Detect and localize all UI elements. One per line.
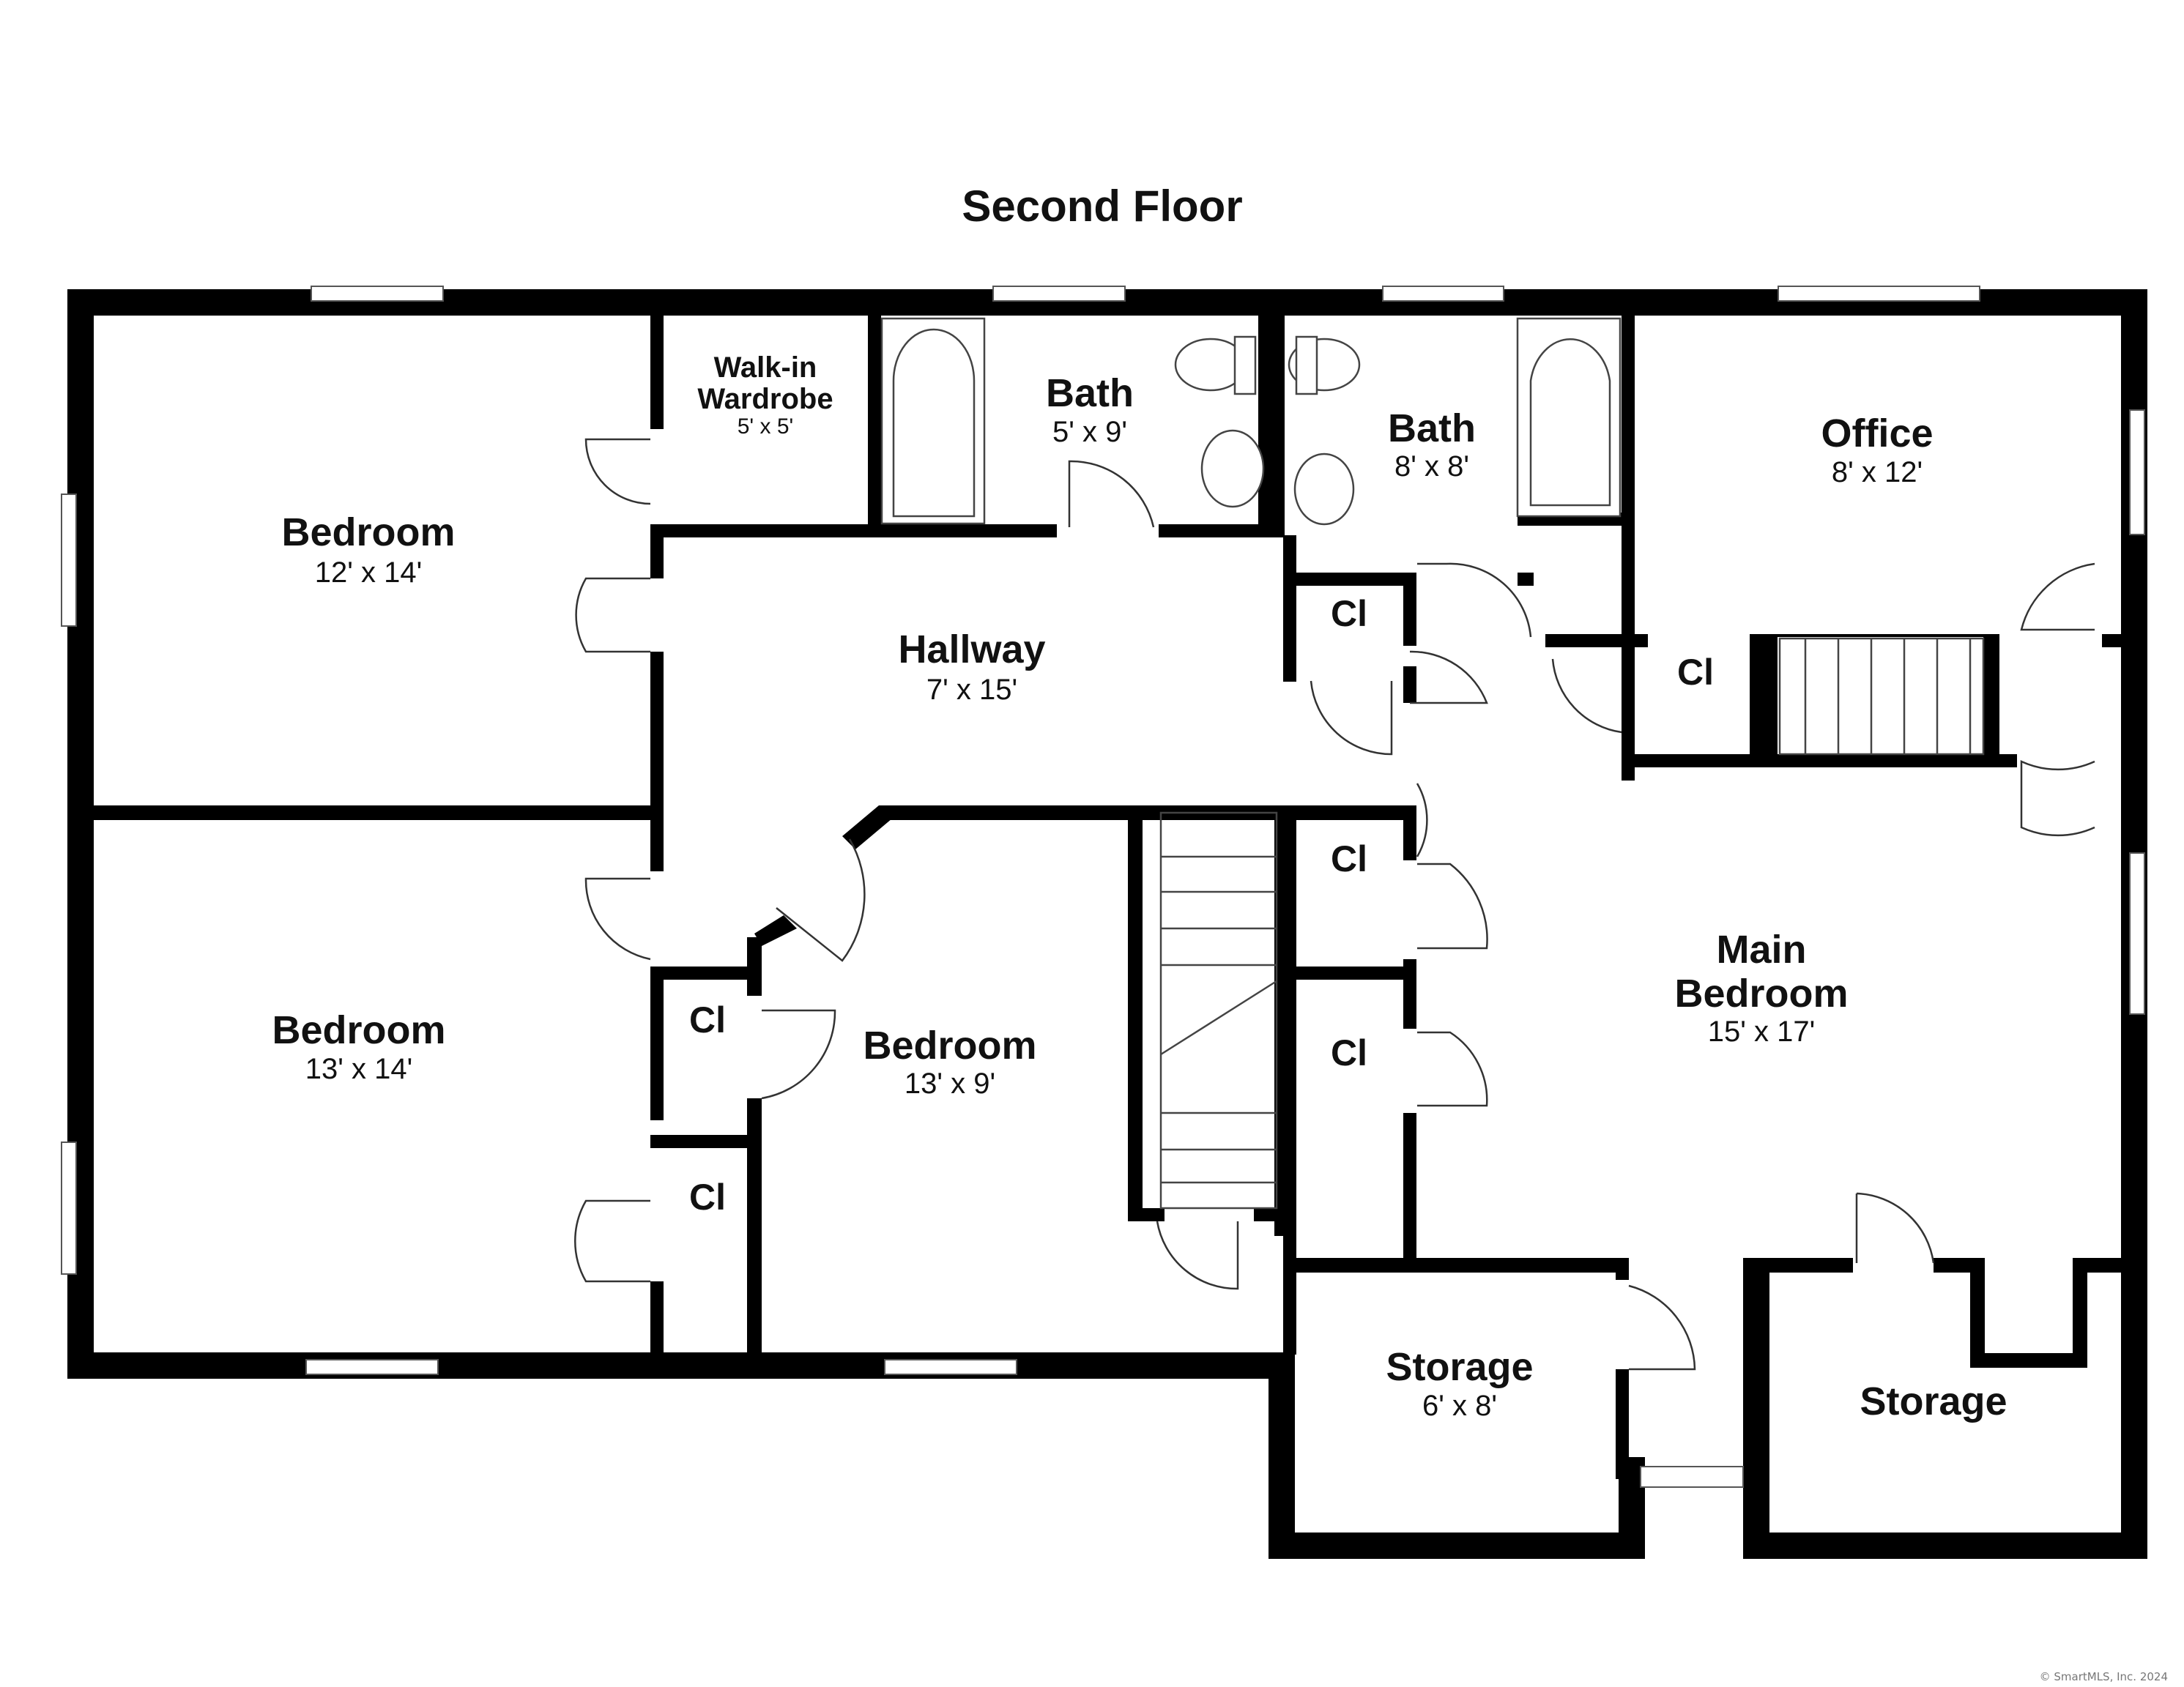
room-bath-1: Bath 5' x 9' [1046,371,1134,448]
closet-label: Cl [1331,593,1367,634]
room-name-line1: Walk-in [714,351,817,384]
sink-2 [1293,453,1355,526]
room-name-line2: Bedroom [1674,972,1848,1016]
room-dims: 6' x 8' [1422,1390,1497,1422]
interior-walls [94,316,2124,1479]
doors [574,438,2095,1371]
room-name: Storage [1860,1379,2007,1423]
room-name: Office [1821,411,1933,455]
closet-label: Cl [1677,652,1714,693]
room-main-bedroom: Main Bedroom 15' x 17' [1674,928,1848,1048]
room-name-line2: Wardrobe [697,383,833,415]
room-dims: 8' x 8' [1394,450,1469,483]
room-bedroom-center: Bedroom 13' x 9' [863,1024,1036,1100]
windows [61,286,2145,1488]
room-dims: 5' x 5' [738,414,794,439]
room-bedroom-nw: Bedroom 12' x 14' [281,510,455,589]
room-name: Storage [1386,1345,1533,1389]
room-name: Bedroom [272,1008,445,1052]
room-name: Bedroom [281,510,455,554]
closet-label: Cl [1331,838,1367,879]
room-dims: 8' x 12' [1832,456,1923,488]
fixtures [880,317,1622,526]
room-name: Bath [1388,406,1476,450]
room-name: Bath [1046,371,1134,415]
room-dims: 12' x 14' [315,556,422,589]
closet-label: Cl [689,1177,726,1218]
room-name: Bedroom [863,1024,1036,1068]
room-dims: 5' x 9' [1052,416,1127,448]
sink-1 [1200,429,1265,508]
room-name-line1: Main [1716,928,1806,972]
stairs [1159,637,1985,1210]
closet-label: Cl [1331,1032,1367,1073]
room-walkin-wardrobe: Walk-in Wardrobe 5' x 5' [697,351,833,439]
closet-label: Cl [689,999,726,1040]
room-dims: 7' x 15' [926,674,1017,706]
closet-labels: Cl Cl Cl Cl Cl Cl [689,593,1714,1218]
room-bath-2: Bath 8' x 8' [1388,406,1476,483]
room-hallway: Hallway 7' x 15' [898,627,1045,706]
room-dims: 13' x 9' [905,1068,995,1100]
room-name: Hallway [898,627,1045,671]
room-storage-1: Storage 6' x 8' [1386,1345,1533,1422]
floor-title: Second Floor [962,182,1242,231]
copyright-notice: © SmartMLS, Inc. 2024 [2040,1670,2168,1683]
room-storage-2: Storage [1860,1379,2007,1423]
room-bedroom-sw: Bedroom 13' x 14' [272,1008,445,1085]
room-dims: 13' x 14' [305,1053,412,1085]
room-office: Office 8' x 12' [1821,411,1933,488]
room-dims: 15' x 17' [1708,1016,1815,1048]
bathtub-2 [1529,338,1611,507]
